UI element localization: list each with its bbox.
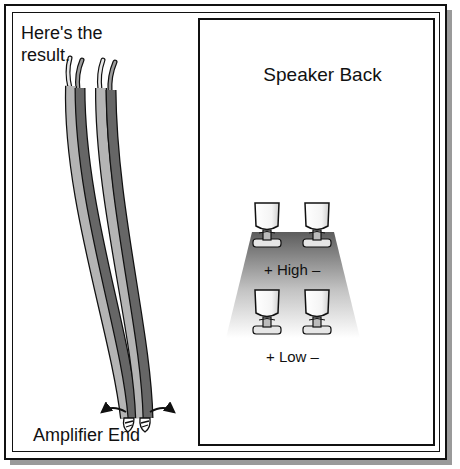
terminal-label: + Low – [266, 348, 319, 365]
caption-text: Here's the result. [21, 23, 139, 66]
speaker-back-panel: Speaker Back [198, 18, 435, 446]
outer-panel: Here's the result.Amplifier EndSpeaker B… [12, 12, 440, 452]
panel-heading: Speaker Back [206, 64, 439, 87]
end-label: Amplifier End [33, 425, 203, 447]
terminal-label: + High – [264, 261, 320, 278]
